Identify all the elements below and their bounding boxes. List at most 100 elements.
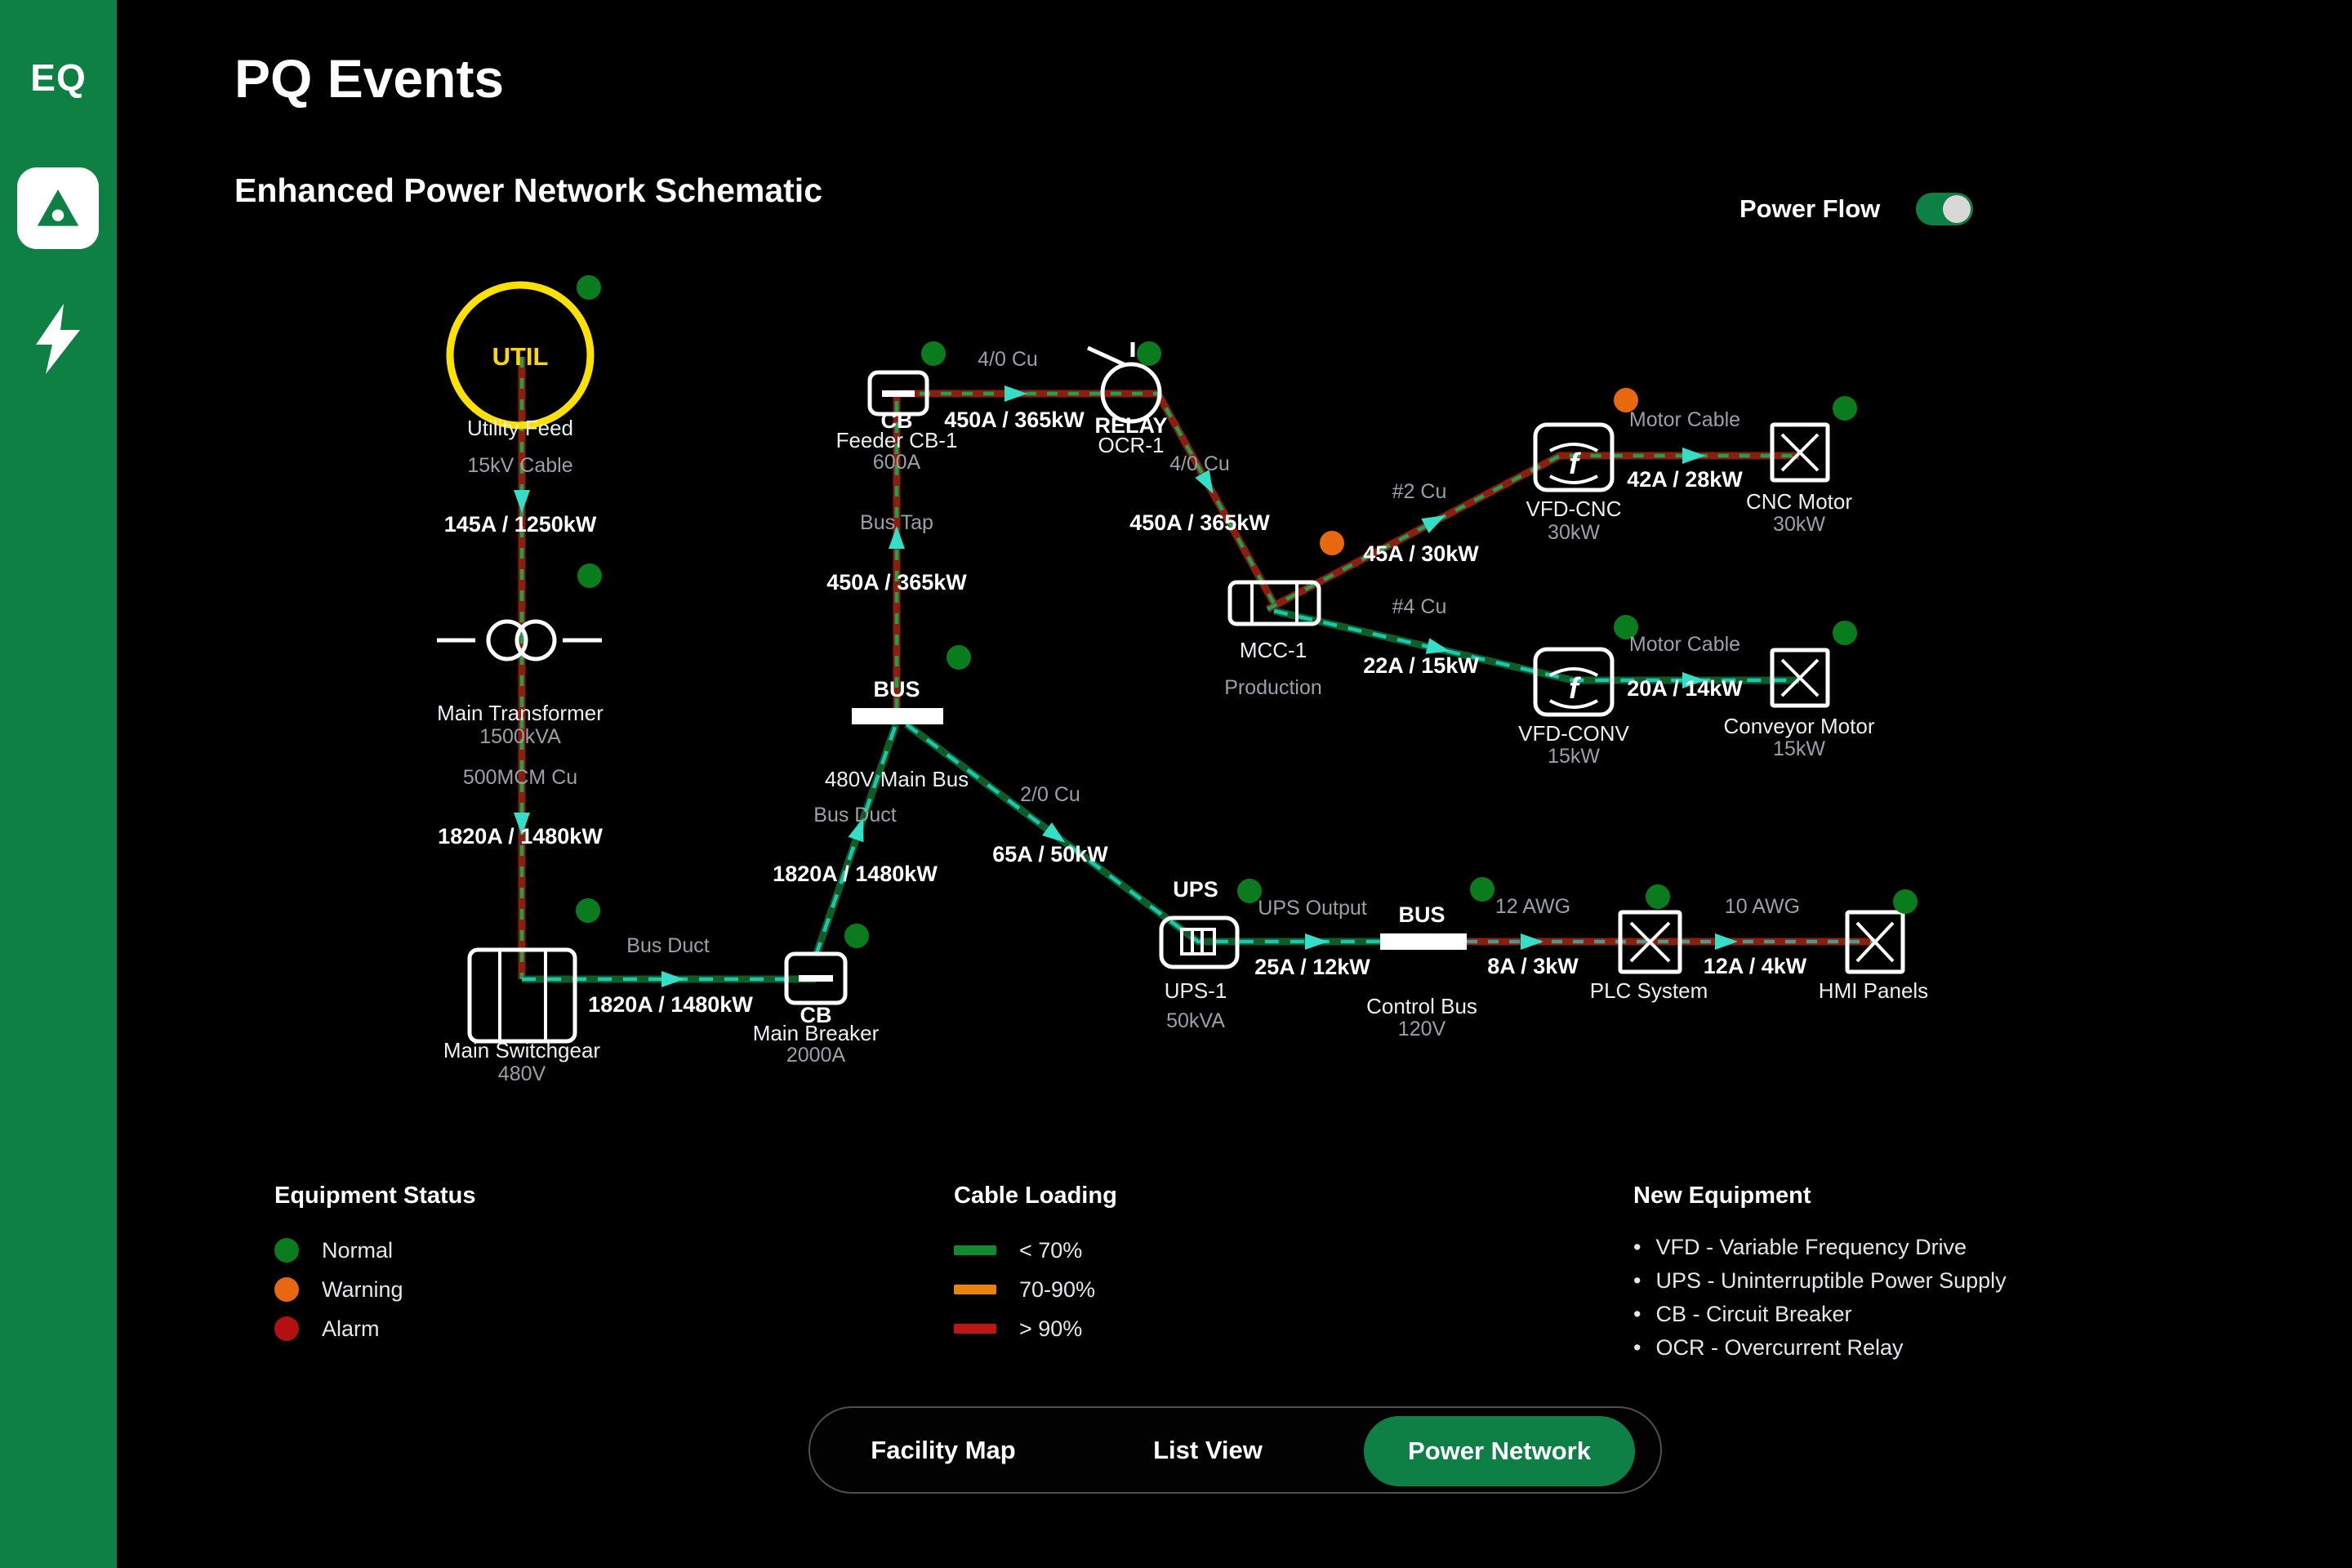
legend-item-cb: CB - Circuit Breaker — [1633, 1298, 2007, 1331]
relay-flow-label: 450A / 365kW — [1129, 510, 1270, 535]
status-dot-vfd-cnc-warning — [1614, 388, 1638, 412]
feeder-cable-label: 4/0 Cu — [978, 348, 1038, 371]
switchgear-rating: 480V — [498, 1062, 546, 1085]
legend-item-ocr: OCR - Overcurrent Relay — [1633, 1331, 2007, 1365]
plc-node[interactable] — [1618, 910, 1682, 974]
status-dot-switchgear — [576, 898, 600, 923]
status-dot-utility — [577, 275, 601, 300]
feeder-cb-node[interactable] — [867, 370, 929, 416]
plc-cable-label: 12 AWG — [1495, 895, 1570, 918]
conveyor-motor-rating: 15kW — [1773, 737, 1825, 760]
status-dots — [576, 275, 1918, 948]
hmi-node[interactable] — [1845, 910, 1905, 974]
transformer-rating: 1500kVA — [479, 725, 561, 748]
relay-ocr-node[interactable] — [1086, 342, 1162, 424]
schematic-labels: UTIL Utility Feed 15kV Cable 145A / 1250… — [437, 342, 1928, 1085]
legend-cable-loading: Cable Loading < 70% 70-90% > 90% — [954, 1183, 1117, 1348]
app-logo: EQ — [30, 56, 87, 99]
section-title: Enhanced Power Network Schematic — [234, 172, 823, 209]
status-dot-conveyor — [1833, 621, 1857, 645]
transformer-flow-label: 1820A / 1480kW — [438, 824, 603, 849]
util-flow-label: 145A / 1250kW — [444, 512, 597, 537]
status-dot-control-bus — [1470, 877, 1494, 902]
mid-load-swatch — [954, 1285, 996, 1294]
conveyor-cable-label: Motor Cable — [1629, 633, 1740, 656]
main-bus-bar[interactable] — [852, 708, 943, 724]
plc-flow-label: 8A / 3kW — [1487, 954, 1579, 978]
power-flow-toggle[interactable] — [1916, 193, 1974, 225]
conveyor-flow-label: 20A / 14kW — [1627, 676, 1743, 701]
tab-facility-map[interactable]: Facility Map — [871, 1435, 1016, 1464]
relay-tag: RELAY — [1094, 413, 1167, 438]
main-transformer-node[interactable] — [437, 619, 602, 662]
util-tag: UTIL — [492, 342, 549, 371]
util-cable-label: 15kV Cable — [467, 454, 572, 477]
legend-equipment-status: Equipment Status Normal Warning Alarm — [274, 1183, 476, 1348]
hmi-label: HMI Panels — [1819, 978, 1928, 1003]
tab-power-network[interactable]: Power Network — [1364, 1416, 1635, 1486]
transformer-label: Main Transformer — [437, 701, 604, 725]
warning-status-dot — [274, 1277, 299, 1302]
main-breaker-node[interactable] — [784, 951, 848, 1005]
relay-cable-label: 4/0 Cu — [1169, 452, 1230, 475]
legend-item-normal: Normal — [274, 1231, 476, 1270]
ups-node[interactable] — [1159, 915, 1240, 969]
power-flow-label: Power Flow — [1740, 194, 1881, 223]
legend-item-label: CB - Circuit Breaker — [1655, 1302, 1852, 1326]
control-bus-bar[interactable] — [1380, 933, 1467, 950]
legend-item-warning: Warning — [274, 1270, 476, 1309]
status-dot-main-bus — [947, 645, 971, 670]
main-switchgear-node[interactable] — [467, 947, 577, 1044]
sidebar: EQ — [0, 0, 117, 1568]
mcc-label: MCC-1 — [1240, 638, 1307, 662]
legend-item-label: Alarm — [322, 1316, 380, 1341]
bus-tap-label: Bus Tap — [860, 511, 933, 534]
control-bus-label: Control Bus — [1366, 994, 1477, 1018]
mcc-node[interactable] — [1227, 580, 1321, 626]
toggle-knob — [1943, 195, 1971, 223]
vfd-cnc-node[interactable]: f — [1533, 422, 1615, 492]
legend-item-label: OCR - Overcurrent Relay — [1655, 1335, 1904, 1360]
utility-feed-node[interactable] — [446, 281, 595, 430]
status-dot-relay — [1137, 341, 1161, 366]
ups-output-flow-label: 25A / 12kW — [1254, 955, 1370, 979]
legend-item-ups: UPS - Uninterruptible Power Supply — [1633, 1264, 2006, 1298]
legend-item-label: Warning — [322, 1276, 403, 1302]
ups-label: UPS-1 — [1165, 978, 1227, 1003]
feeder-cb-label: Feeder CB-1 — [836, 428, 958, 452]
legend-new-equipment: New Equipment VFD - Variable Frequency D… — [1633, 1183, 2007, 1365]
alarm-status-dot — [274, 1316, 299, 1341]
status-dot-vfd-conv — [1614, 615, 1638, 639]
mcc-sub-label: Production — [1224, 676, 1322, 699]
hmi-flow-label: 12A / 4kW — [1704, 954, 1807, 978]
flow-arrows — [514, 385, 1738, 987]
ups-rating: 50kVA — [1166, 1009, 1225, 1032]
legend-equipment-status-title: Equipment Status — [274, 1183, 476, 1209]
sidebar-item-power[interactable] — [17, 298, 99, 380]
legend-item-label: < 70% — [1019, 1237, 1083, 1263]
control-bus-rating: 120V — [1398, 1018, 1446, 1040]
ups-feed-cable-label: 2/0 Cu — [1020, 783, 1080, 806]
mcc-cnc-flow-label: 45A / 30kW — [1363, 541, 1479, 566]
cnc-motor-rating: 30kW — [1773, 513, 1825, 536]
cnc-motor-flow-label: 42A / 28kW — [1627, 467, 1743, 492]
vfd-conv-rating: 15kW — [1548, 745, 1600, 768]
hmi-cable-label: 10 AWG — [1725, 895, 1800, 918]
legend-cable-loading-title: Cable Loading — [954, 1183, 1117, 1209]
conveyor-motor-label: Conveyor Motor — [1724, 714, 1875, 738]
legend-item-label: VFD - Variable Frequency Drive — [1655, 1235, 1967, 1259]
vfd-conv-symbol: f — [1569, 671, 1581, 705]
main-breaker-label: Main Breaker — [753, 1021, 880, 1045]
cnc-motor-node[interactable] — [1770, 422, 1830, 483]
tab-list-view[interactable]: List View — [1153, 1435, 1263, 1464]
sidebar-item-events[interactable] — [17, 167, 99, 249]
lightning-bolt-icon — [36, 304, 80, 374]
page-title: PQ Events — [234, 48, 505, 109]
power-flow-control: Power Flow — [1740, 193, 1974, 225]
vfd-conv-node[interactable]: f — [1533, 647, 1615, 717]
ups-output-label: UPS Output — [1258, 897, 1366, 920]
bus-duct-flow-label: 1820A / 1480kW — [588, 992, 753, 1017]
conveyor-motor-node[interactable] — [1770, 648, 1830, 708]
low-load-swatch — [954, 1245, 996, 1255]
main-bus-label: 480V Main Bus — [825, 767, 969, 791]
